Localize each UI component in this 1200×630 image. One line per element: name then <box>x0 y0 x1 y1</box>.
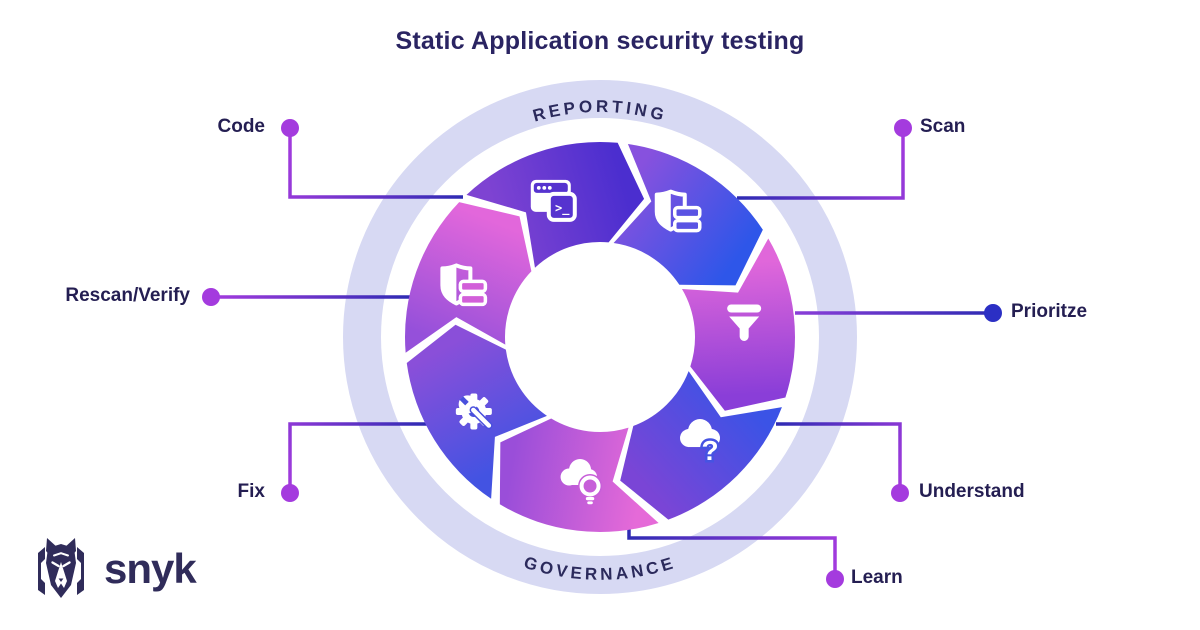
gear-wrench-icon <box>455 393 493 430</box>
leader-dots <box>202 119 1002 588</box>
leader-dot-fix <box>281 484 299 502</box>
segment-rescan-verify <box>405 202 532 353</box>
leader-line-fix <box>288 422 427 493</box>
step-label-scan: Scan <box>920 116 966 137</box>
step-label-fix: Fix <box>237 481 265 502</box>
leader-dot-learn <box>826 570 844 588</box>
cloud-bulb-icon <box>560 459 603 505</box>
brand-lockup: snyk <box>30 535 197 603</box>
browser-terminal-icon: >_ <box>530 179 577 222</box>
svg-text:?: ? <box>701 435 718 466</box>
leader-dot-prioritze <box>984 304 1002 322</box>
step-label-understand: Understand <box>919 481 1025 502</box>
leader-dot-code <box>281 119 299 137</box>
shield-stack-icon <box>440 263 488 307</box>
leader-line-learn <box>627 524 837 579</box>
leader-line-understand <box>776 422 902 493</box>
funnel-icon <box>727 304 762 341</box>
svg-text:>_: >_ <box>555 201 570 216</box>
snyk-dog-logo-icon <box>38 538 84 598</box>
step-label-code: Code <box>217 116 266 137</box>
step-label-rescan: Rescan/Verify <box>65 285 190 306</box>
ring-band <box>343 80 857 594</box>
leader-dot-scan <box>894 119 912 137</box>
cloud-question-icon: ? <box>680 419 721 469</box>
snyk-wordmark: snyk <box>104 545 197 592</box>
leader-lines <box>211 128 993 579</box>
step-label-learn: Learn <box>851 567 903 588</box>
step-label-prioritize: Prioritze <box>1011 301 1088 322</box>
leader-dot-understand <box>891 484 909 502</box>
leader-line-code <box>288 128 463 199</box>
page-title: Static Application security testing <box>395 27 805 55</box>
cycle-segments: >_ ? <box>405 142 795 532</box>
leader-dot-rescan-verify <box>202 288 220 306</box>
leader-line-scan <box>737 128 905 200</box>
shield-stack-icon <box>654 189 702 233</box>
